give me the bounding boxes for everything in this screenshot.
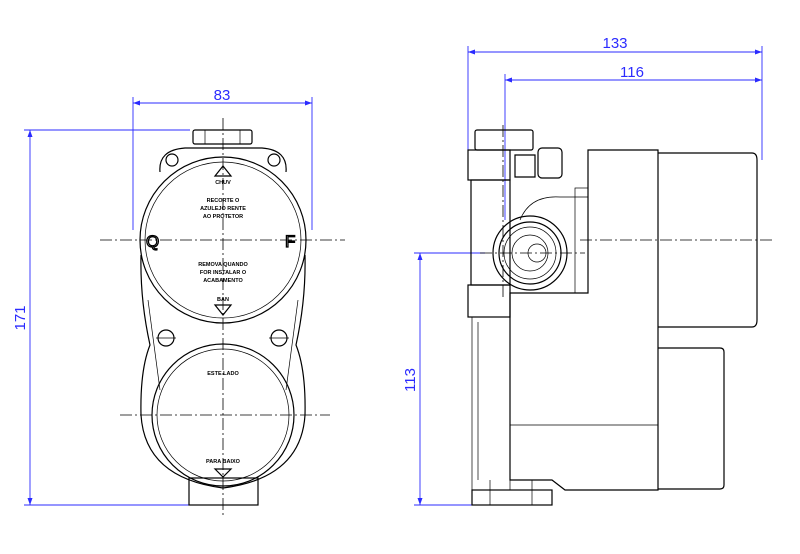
top-arrow-label: CHUV (215, 180, 231, 186)
notice-line: AZULEJO RENTE (200, 206, 246, 212)
dimension-front-width: 83 (132, 87, 313, 230)
notice-line: ACABAMENTO (203, 278, 243, 284)
hot-label: Q (146, 232, 159, 251)
dimension-side-total: 133 (467, 35, 763, 160)
side-label: ESTE LADO (207, 371, 239, 377)
cold-label: F (285, 232, 295, 251)
dimension-label-133: 133 (602, 35, 627, 52)
notice-line: AO PROTETOR (203, 214, 243, 220)
front-view: Q F CHUV RECORTE O AZULEJO RENTE AO PROT… (100, 118, 345, 515)
side-label: PARA BAIXO (206, 459, 241, 465)
dimension-side-center: 113 (402, 252, 485, 506)
bottom-arrow-label: BAN (217, 297, 229, 303)
dimension-label-83: 83 (214, 87, 231, 104)
side-view (467, 125, 775, 506)
dimension-front-height: 171 (12, 129, 190, 506)
notice-line: REMOVA QUANDO (198, 262, 248, 268)
dimension-label-113: 113 (402, 368, 419, 392)
dimension-label-116: 116 (620, 64, 644, 81)
notice-line: RECORTE O (207, 198, 240, 204)
notice-line: FOR INSTALAR O (200, 270, 247, 276)
dimension-label-171: 171 (12, 305, 29, 330)
dimension-side-partial: 116 (504, 64, 762, 220)
